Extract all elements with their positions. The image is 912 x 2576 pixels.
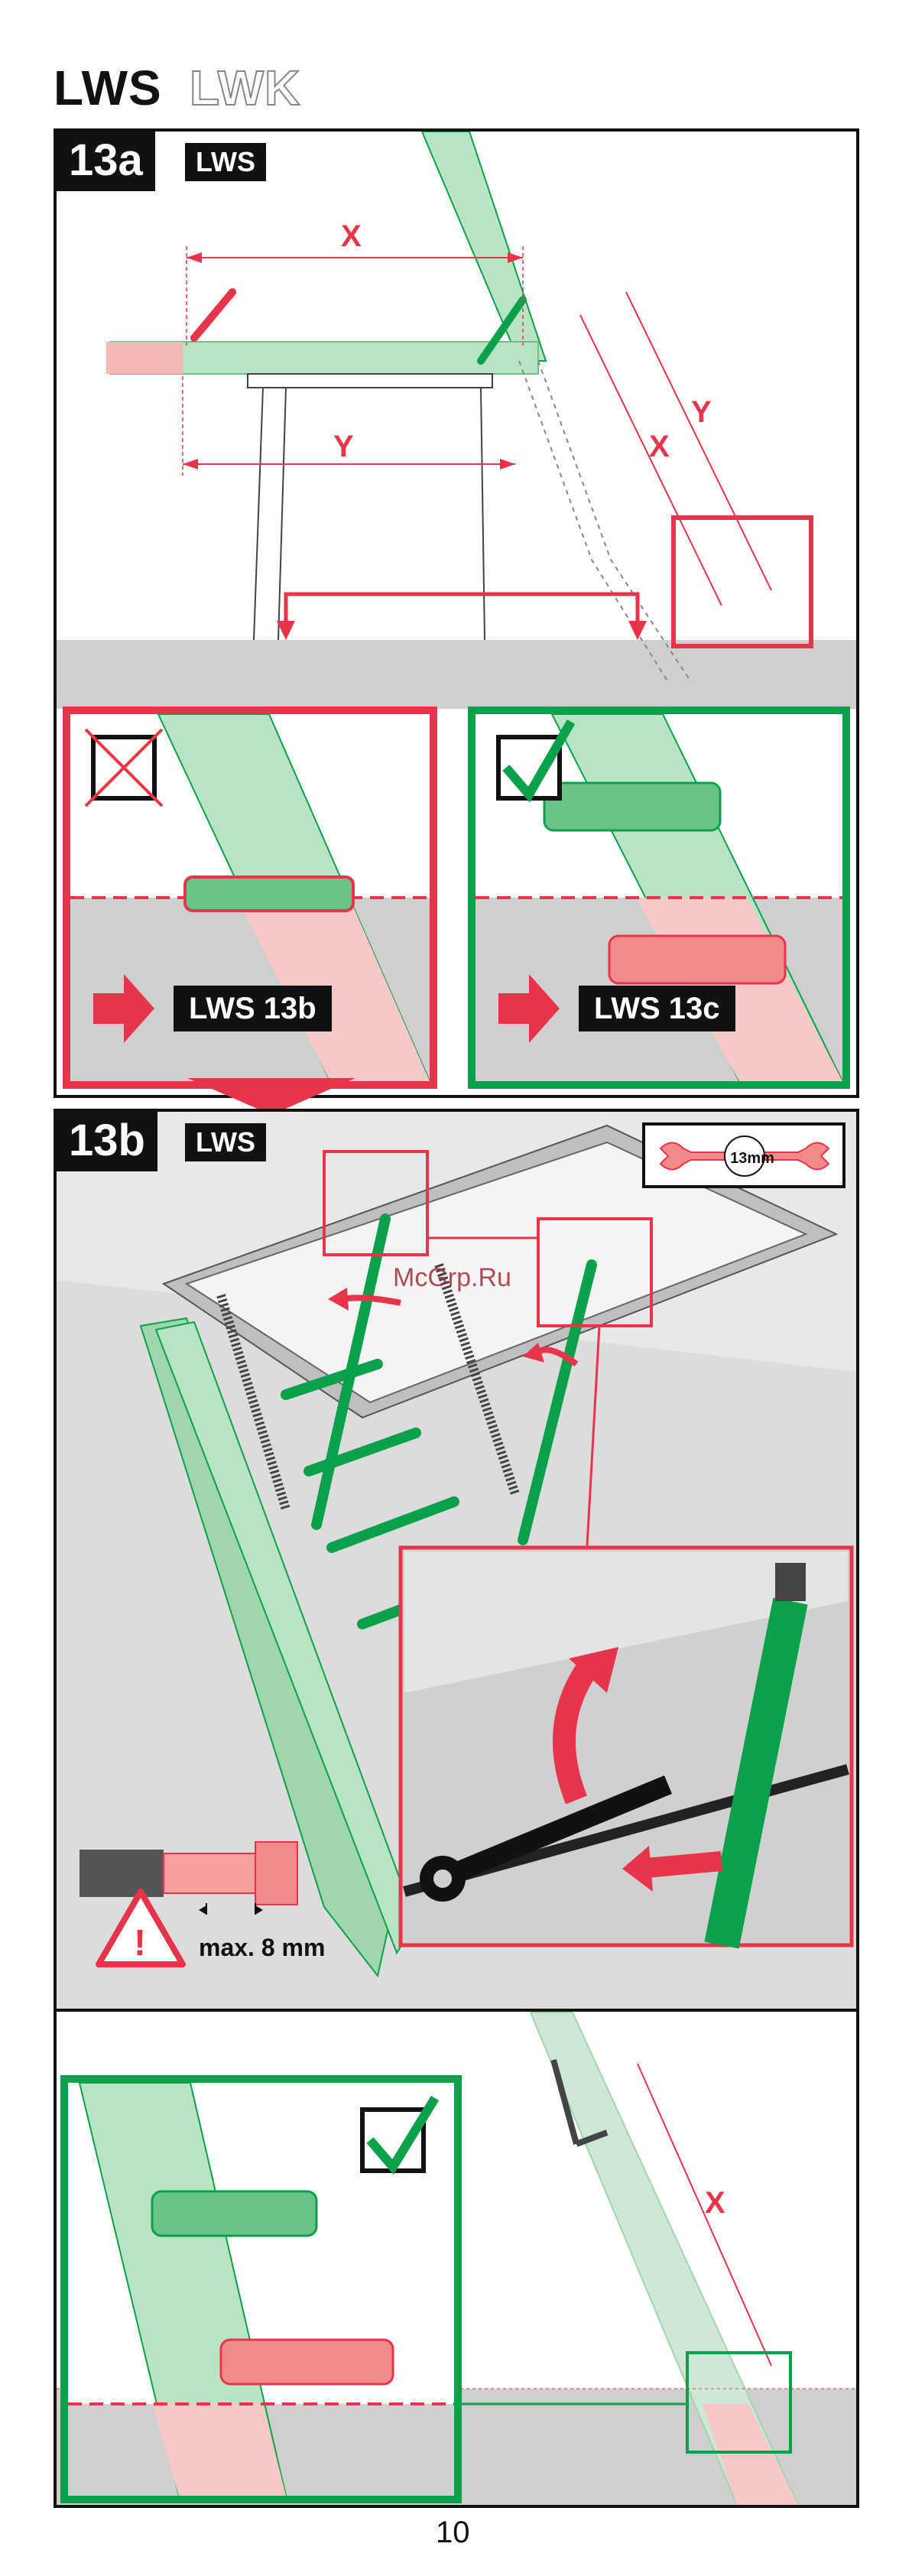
page-title: LWS [54,60,162,116]
max-distance-label: max. 8 mm [199,1934,325,1962]
page-number: 10 [436,2516,470,2550]
step-13b-panel: ! X [54,1109,859,2508]
wrench-size-label: 13mm [725,1150,779,1168]
dim-y-diag-label: Y [691,395,712,429]
step-13b-model-badge: LWS [185,1123,266,1161]
step-13b-badge: 13b [57,1112,157,1171]
warning-mark: ! [134,1923,146,1964]
ref-lws-13b: LWS 13b [174,986,332,1031]
ref-lws-13c: LWS 13c [579,986,735,1031]
check-checkbox-icon-lower [362,2098,435,2171]
wrong-example-panel: LWS 13b [63,707,437,1089]
check-checkbox-icon [498,722,571,798]
dim-y-label: Y [333,430,354,463]
step-13a-panel: X Y X Y 13a LWS [54,128,859,1098]
wrench-size-box: 13mm [642,1122,845,1188]
step-13b-illustration: ! X [57,1112,856,2505]
dim-x-lower-label: X [705,2186,725,2220]
page-title-outline: LWK [190,60,300,116]
step-13a-model-badge: LWS [185,143,266,181]
cross-checkbox-icon [86,729,162,806]
step-13a-badge: 13a [57,132,155,191]
correct-example-panel: LWS 13c [468,707,850,1089]
watermark: McGrp.Ru [393,1263,511,1293]
dim-x-diag-label: X [649,430,670,463]
dim-x-label: X [341,219,362,253]
